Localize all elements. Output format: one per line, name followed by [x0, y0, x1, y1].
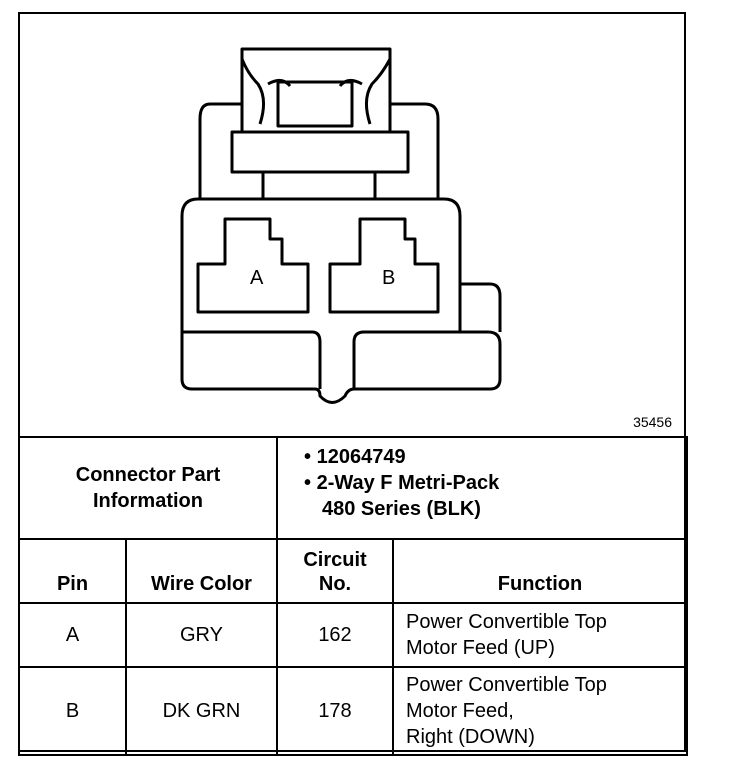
- connector-diagram-frame: A B 35456 Connector Part Information • 1…: [18, 12, 689, 756]
- circuit-header: Circuit No.: [276, 538, 394, 604]
- function-line: Power Convertible Top: [406, 674, 607, 696]
- circuit-cell: 162: [276, 602, 394, 668]
- upper-housing: [198, 102, 440, 201]
- main-body: [180, 197, 502, 404]
- function-header: Function: [391, 538, 689, 604]
- connector-drawing: A B: [180, 47, 502, 404]
- latch-inner-left: [267, 79, 292, 88]
- cavity-a-label: A: [250, 267, 264, 289]
- connector-info-table: Connector Part Information • 12064749 • …: [18, 436, 689, 756]
- cavity-a-outline: [196, 217, 310, 314]
- circuit-cell: 178: [276, 666, 394, 756]
- latch-inner-right: [338, 79, 363, 88]
- wire-color-cell: GRY: [125, 602, 278, 668]
- latch-left-curve: [240, 58, 265, 125]
- side-tab: [460, 282, 502, 332]
- latch-inner-tab: [276, 80, 354, 128]
- header-row: Pin Wire Color Circuit No. Function: [18, 538, 689, 604]
- function-cell: Power Convertible Top Motor Feed (UP): [391, 602, 689, 668]
- description-line: • 2-Way F Metri-Pack: [304, 470, 686, 496]
- bullet: •: [304, 472, 312, 494]
- latch-right-curve: [365, 58, 392, 125]
- pin-cell: A: [18, 602, 127, 668]
- function-line: Motor Feed (UP): [406, 637, 555, 659]
- connector-description-line2: 480 Series (BLK): [322, 498, 481, 520]
- circuit-header-line1: Circuit: [303, 549, 367, 571]
- wire-color-cell: DK GRN: [125, 666, 278, 756]
- table-row: B DK GRN 178 Power Convertible Top Motor…: [18, 666, 689, 756]
- connector-part-label-line2: Information: [93, 490, 203, 512]
- connector-part-label-cell: Connector Part Information: [18, 436, 278, 540]
- function-line: Motor Feed,: [406, 700, 514, 722]
- part-number-line: • 12064749: [304, 444, 686, 470]
- body-ridge: [182, 330, 322, 389]
- connector-part-label-line1: Connector Part: [75, 464, 221, 486]
- wire-color-header: Wire Color: [125, 538, 278, 604]
- cavity-b-outline: [328, 217, 440, 314]
- connector-description-line1: 2-Way F Metri-Pack: [316, 472, 500, 494]
- part-number: 12064749: [316, 446, 406, 468]
- connector-part-info-cell: • 12064749 • 2-Way F Metri-Pack 480 Seri…: [275, 436, 689, 540]
- function-cell: Power Convertible Top Motor Feed, Right …: [391, 666, 689, 756]
- function-line: Right (DOWN): [406, 726, 535, 748]
- cavity-b-label: B: [382, 267, 395, 289]
- pin-header: Pin: [18, 538, 127, 604]
- collar: [230, 130, 410, 174]
- connector-illustration: A B 35456: [20, 14, 684, 436]
- circuit-header-line2: No.: [318, 573, 352, 595]
- connector-part-row: Connector Part Information • 12064749 • …: [18, 436, 689, 540]
- function-line: Power Convertible Top: [406, 611, 607, 633]
- table-row: A GRY 162 Power Convertible Top Motor Fe…: [18, 602, 689, 668]
- figure-number: 35456: [633, 414, 672, 430]
- pin-cell: B: [18, 666, 127, 756]
- bullet: •: [304, 446, 312, 468]
